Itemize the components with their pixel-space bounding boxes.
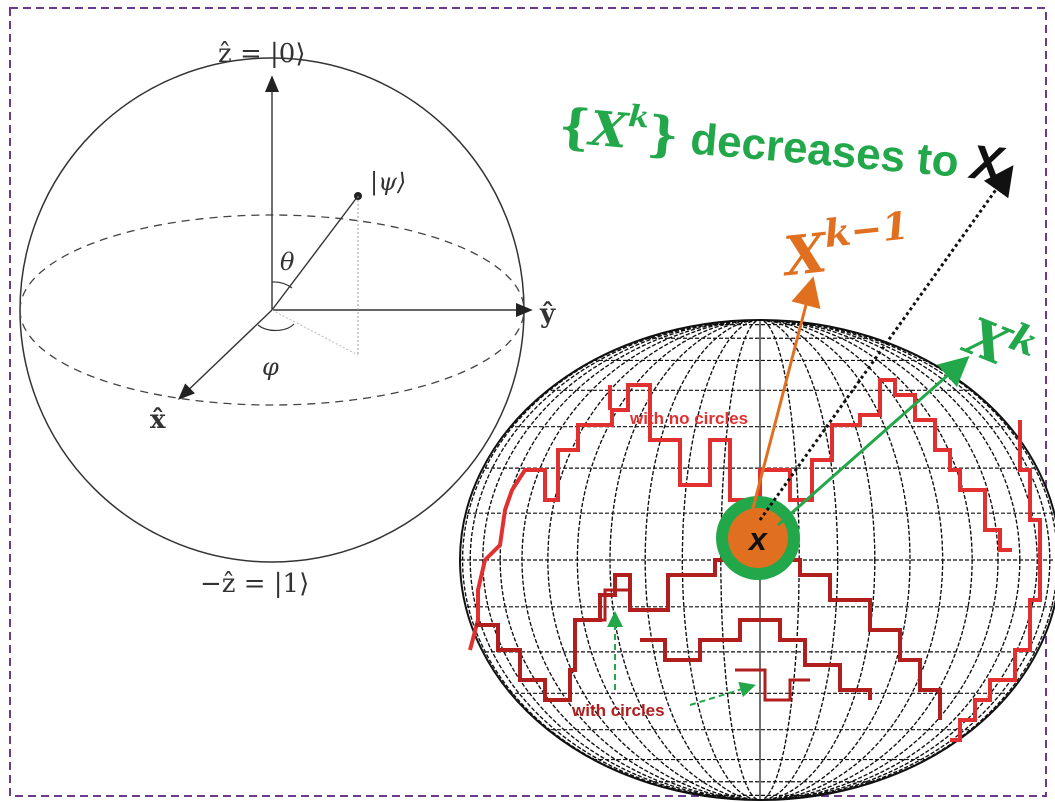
arrow-prev-iterate	[750, 276, 821, 513]
prev-iterate-label-group: Xk−1	[777, 202, 913, 288]
boundary-lower-notch	[735, 668, 810, 702]
bloch-sphere: ẑ = |0⟩ −ẑ = |1⟩ ŷ x̂ |ψ⟩ θ φ	[19, 39, 556, 599]
psi-projection-base	[271, 309, 359, 356]
grid-longitude	[547, 320, 973, 800]
orange-disc	[728, 508, 788, 568]
equator-front	[19, 309, 525, 406]
grid-longitude	[469, 320, 1051, 800]
theta-arc	[271, 281, 293, 289]
grid-longitude	[461, 320, 1055, 800]
title: {Xk} decreases to X	[557, 93, 1009, 193]
x-label: x̂	[150, 405, 166, 435]
grid-longitude	[521, 320, 999, 800]
y-label: ŷ	[539, 299, 556, 329]
title-group: {Xk} decreases to X	[557, 93, 1009, 193]
phi-arc	[257, 323, 295, 332]
with-circles-label: with circles	[571, 701, 665, 720]
prev-iterate-label: Xk−1	[777, 202, 913, 288]
psi-label: |ψ⟩	[370, 168, 406, 197]
theta-label: θ	[280, 248, 295, 276]
grid-longitude	[499, 320, 1021, 800]
arrow-curr-iterate	[777, 356, 970, 527]
grid-longitude	[681, 320, 839, 800]
center-point-label: x	[747, 521, 768, 557]
grid-sphere	[459, 319, 1055, 801]
dashed-border	[9, 7, 1047, 797]
phi-label: φ	[262, 353, 279, 381]
no-circles-label: with no circles	[629, 409, 748, 428]
x-axis	[177, 309, 273, 400]
circles-arrow-right	[689, 681, 756, 706]
boundary-lower-box	[600, 588, 632, 622]
psi-vector	[271, 195, 359, 311]
boundary-lower	[475, 533, 942, 720]
grid-longitude	[576, 320, 944, 800]
boundary-right	[950, 420, 1042, 742]
curr-iterate-label: Xk	[954, 297, 1044, 387]
grid-longitude	[609, 320, 911, 800]
boundary-lower-inner	[640, 618, 872, 700]
curr-iterate-label-group: Xk	[954, 297, 1044, 387]
z-top-label: ẑ = |0⟩	[218, 39, 305, 69]
grid-longitude	[482, 320, 1038, 800]
grid-lines	[460, 320, 1055, 800]
grid-longitude	[644, 320, 876, 800]
z-bottom-label: −ẑ = |1⟩	[200, 569, 309, 599]
